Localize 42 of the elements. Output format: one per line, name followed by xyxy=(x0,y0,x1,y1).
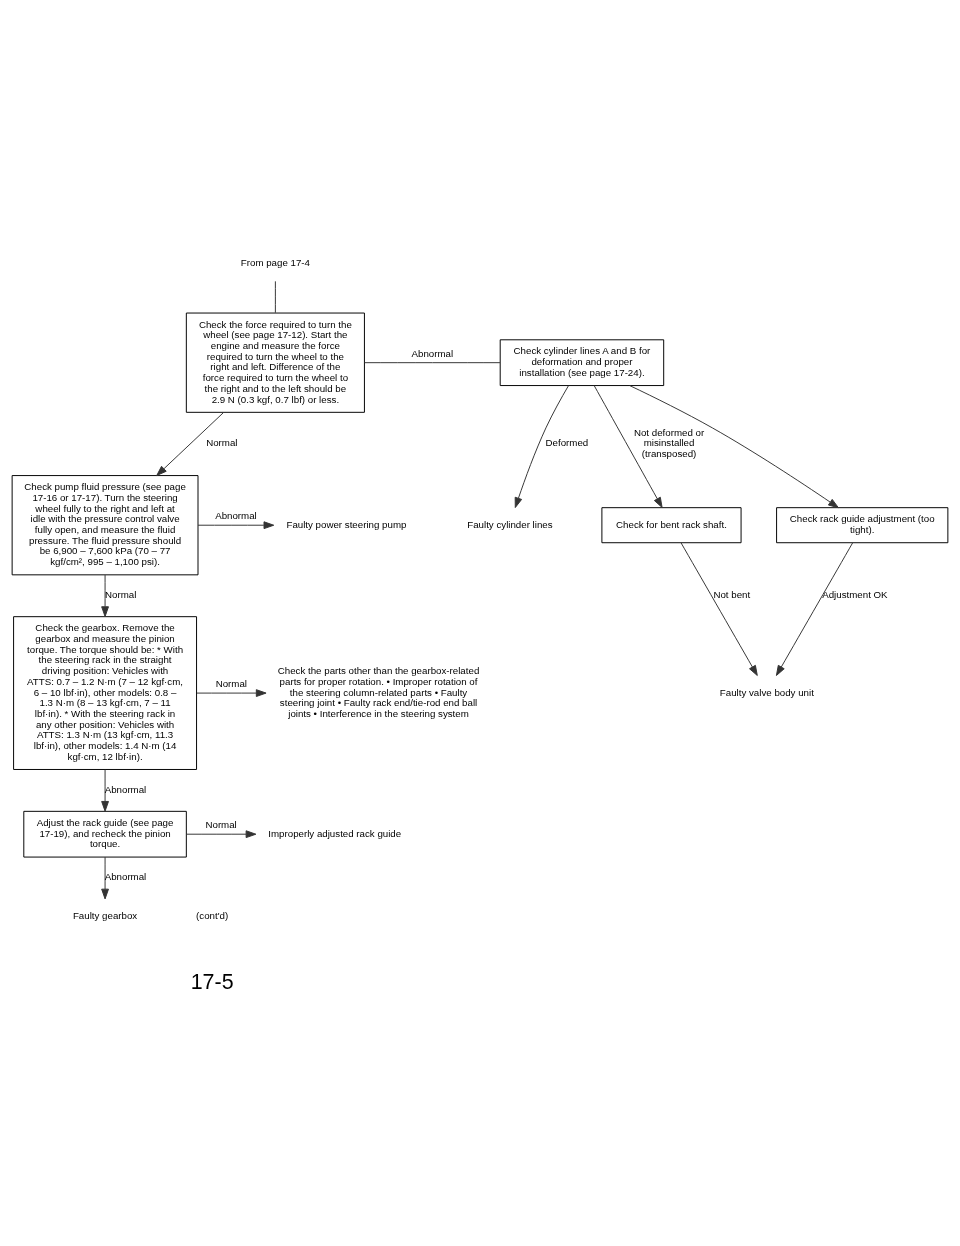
node-box: Check for bent rack shaft. xyxy=(601,506,742,543)
node-text: Faulty valve body unit xyxy=(719,686,814,698)
arrow xyxy=(593,384,663,508)
node-text: Faulty cylinder lines xyxy=(467,518,553,530)
edge-label: Abnormal xyxy=(215,509,257,521)
arrow xyxy=(775,542,854,676)
connector xyxy=(363,361,501,363)
node-box: Check cylinder lines A and B for deformation and proper installation (see page 17-24). xyxy=(499,338,665,386)
arrow xyxy=(156,411,224,476)
label: (cont'd) xyxy=(196,909,229,921)
node-text: Faulty gearbox xyxy=(72,909,138,921)
arrow xyxy=(101,574,109,617)
label: 17-5 xyxy=(190,969,234,994)
node-text: Faulty power steering pump xyxy=(286,518,407,530)
arrow xyxy=(514,384,569,508)
arrow xyxy=(680,542,758,676)
arrow xyxy=(197,520,275,529)
edge-label: Abnormal xyxy=(104,870,147,882)
edge-label: Normal xyxy=(104,588,137,600)
edge-label: Abnormal xyxy=(104,783,147,795)
connector xyxy=(274,280,276,313)
node-box: Check the gearbox. Remove the gearbox and measure the pinion torque. The torque should be: * With the steering rack in the straight driving position: Vehicles with ATTS: 0.7 – 1.2 N·m (7 – 12 kgf·cm, 6 – 10 lbf·in), other models: 0.8 – 1.3 N·m (8 – 13 kgf·cm, 7 – 11 lbf·in). * With the steering rack in any other position: Vehicles with ATTS: 1.3 N·m (13 kgf·cm, 11.3 lbf·in), other models: 1.4 N·m (14 kgf·cm, 12 lbf·in). xyxy=(13,615,198,770)
edge-label: Normal xyxy=(205,818,237,830)
node-box: Check pump fluid pressure (see page 17-16 or 17-17). Turn the steering wheel fully to the right and left at idle with the pressure control valve fully open, and measure the fluid pressure. The fluid pressure should be 6,900 – 7,600 kPa (70 – 77 kgf/cm², 995 – 1,100 psi). xyxy=(11,474,199,575)
node-text: Improperly adjusted rack guide xyxy=(268,827,402,839)
edge-label: Not deformed or misinstalled (transposed) xyxy=(633,426,705,459)
edge-label: Abnormal xyxy=(411,347,454,359)
arrow xyxy=(629,384,839,508)
edge-label: Adjustment OK xyxy=(822,588,888,600)
node-text: From page 17-4 xyxy=(240,256,310,268)
node-box: Adjust the rack guide (see page 17-19), and recheck the pinion torque. xyxy=(23,810,187,858)
edge-label: Normal xyxy=(215,677,248,689)
arrow xyxy=(101,856,109,899)
node-box: Check the force required to turn the wheel (see page 17-12). Start the engine and measure the force required to turn the wheel to the right and left. Difference of the force required to turn the wheel to the right and to the left should be 2.9 N (0.3 kgf, 0.7 lbf) or less. xyxy=(185,312,365,413)
edge-label: Normal xyxy=(206,436,238,448)
node-box: Check rack guide adjustment (too tight). xyxy=(776,506,949,543)
arrow xyxy=(101,768,109,812)
edge-label: Deformed xyxy=(545,436,589,448)
arrow xyxy=(196,688,267,697)
arrow xyxy=(185,829,257,838)
node-text: Check the parts other than the gearbox-related parts for proper rotation. • Improper rotation of the steering column-related parts • Faulty steering joint • Faulty rack end/tie-rod end ball joints • Interference in the steering system xyxy=(277,664,480,719)
edge-label: Not bent xyxy=(713,588,751,600)
